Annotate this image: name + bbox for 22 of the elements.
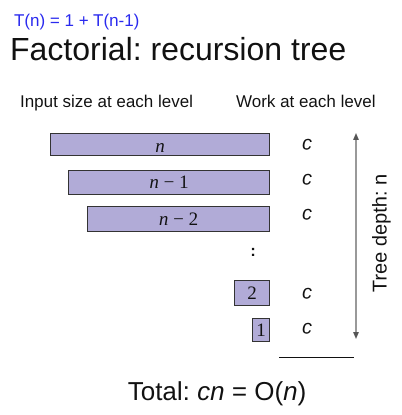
depth-label: Tree depth: n	[370, 174, 392, 292]
input-size-label: n − 2	[158, 210, 198, 228]
total-formula: Total: cn = O(n)	[128, 377, 306, 407]
column-header: Input size at each level	[20, 92, 193, 112]
work-label: c	[302, 132, 312, 156]
work-label: c	[302, 282, 312, 304]
title: Factorial: recursion tree	[10, 31, 346, 68]
input-size-label: n − 1	[149, 173, 189, 192]
input-size-bar	[234, 280, 270, 306]
recurrence-formula: T(n) = 1 + T(n-1)	[14, 11, 140, 31]
input-size-bar	[252, 318, 270, 342]
work-label: c	[302, 168, 312, 190]
input-size-bar	[50, 133, 270, 156]
input-size-label: 2	[247, 284, 257, 302]
work-label: c	[302, 202, 312, 226]
continuation-dots: :	[250, 242, 256, 262]
input-size-bar	[68, 170, 270, 195]
work-label: c	[302, 316, 312, 340]
input-size-label: 1	[256, 320, 266, 340]
column-header: Work at each level	[236, 92, 376, 112]
input-size-label: n	[155, 137, 165, 156]
input-size-bar	[87, 206, 270, 232]
